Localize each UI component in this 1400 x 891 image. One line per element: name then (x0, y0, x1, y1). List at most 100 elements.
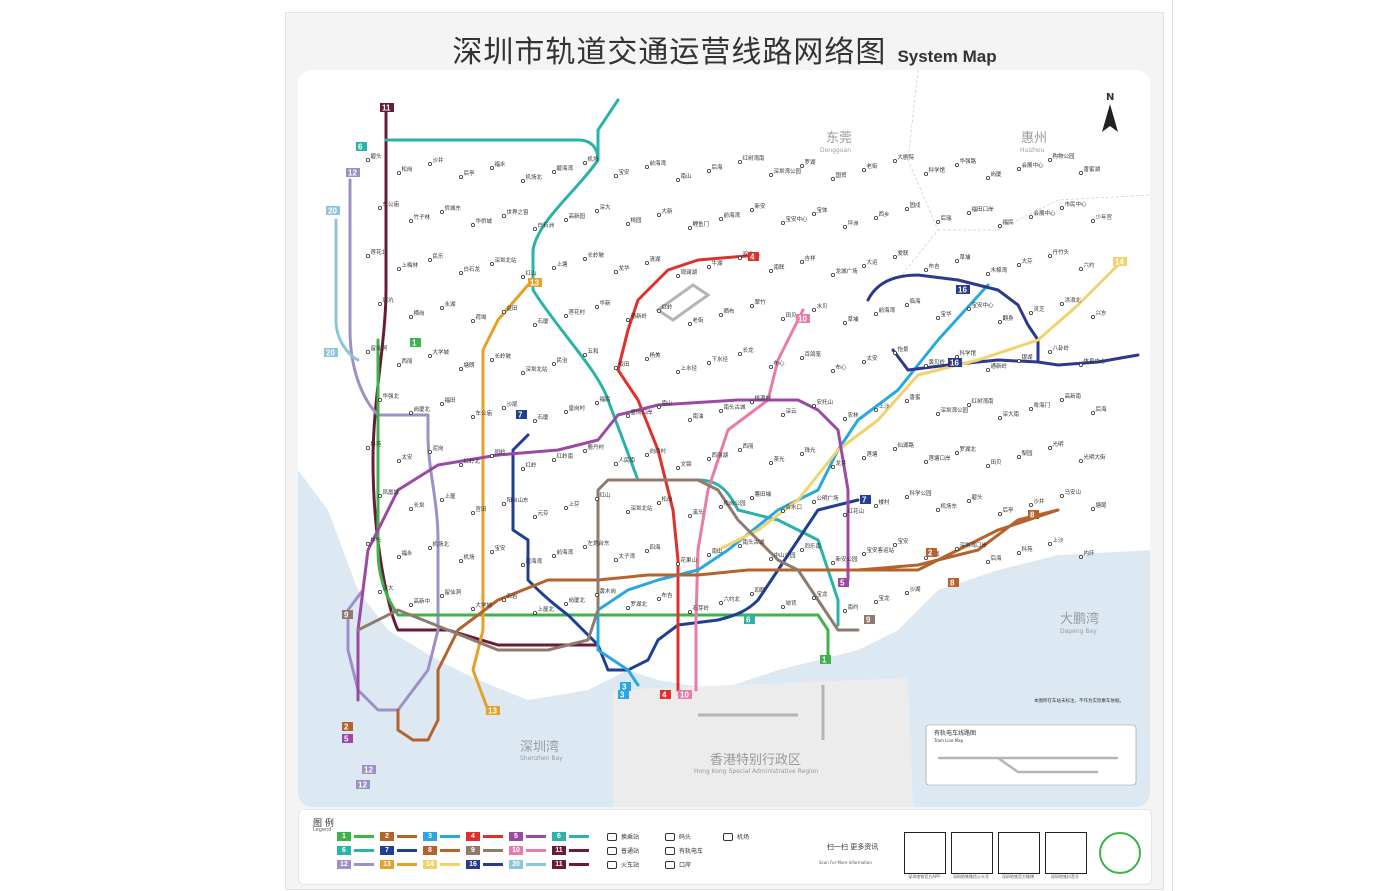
line-badges[interactable]: 1161220120713410316161478285961925121213… (324, 103, 1127, 790)
station-dot[interactable] (1048, 541, 1053, 546)
station-dot[interactable] (780, 316, 785, 321)
station-dot[interactable] (998, 319, 1003, 324)
line-badge-16[interactable]: 16 (948, 358, 962, 368)
station-dot[interactable] (936, 507, 941, 512)
station-dot[interactable] (366, 445, 371, 450)
station-dot[interactable] (843, 320, 848, 325)
line-badge-4[interactable]: 4 (660, 690, 671, 700)
station-dot[interactable] (551, 553, 556, 558)
station-dot[interactable] (843, 224, 848, 229)
station-dot[interactable] (675, 465, 680, 470)
station-dot[interactable] (625, 221, 630, 226)
station-dot[interactable] (470, 607, 475, 612)
station-dot[interactable] (1017, 262, 1022, 267)
station-dot[interactable] (780, 605, 785, 610)
station-dot[interactable] (613, 557, 618, 562)
station-dot[interactable] (737, 160, 742, 165)
station-dot[interactable] (955, 258, 960, 263)
station-dot[interactable] (799, 164, 804, 169)
station-dot[interactable] (893, 254, 898, 259)
line-12-path[interactable] (346, 178, 440, 712)
network-map[interactable]: 东莞 Dongguan 惠州 Huizhou 大鹏湾 Dapeng Bay 深圳… (298, 70, 1150, 807)
station-dot[interactable] (427, 449, 432, 454)
qr-code-douyin[interactable] (1045, 832, 1087, 874)
station-dot[interactable] (439, 594, 444, 599)
station-dot[interactable] (520, 179, 525, 184)
station-dot[interactable] (831, 560, 836, 565)
station-dot[interactable] (1060, 397, 1065, 402)
station-dot[interactable] (768, 173, 773, 178)
station-dot[interactable] (986, 463, 991, 468)
station-dot[interactable] (644, 452, 649, 457)
station-dot[interactable] (520, 370, 525, 375)
station-dot[interactable] (718, 408, 723, 413)
station-dot[interactable] (644, 548, 649, 553)
station-dot[interactable] (582, 352, 587, 357)
station-dot[interactable] (737, 255, 742, 260)
station-dot[interactable] (458, 175, 463, 180)
station-dot[interactable] (397, 554, 402, 559)
station-dot[interactable] (893, 350, 898, 355)
station-dot[interactable] (427, 545, 432, 550)
station-dot[interactable] (520, 466, 525, 471)
station-dot[interactable] (366, 158, 371, 163)
station-dot[interactable] (594, 496, 599, 501)
line-3-path[interactable] (596, 283, 990, 687)
line-badge-14[interactable]: 14 (1113, 257, 1127, 267)
station-dot[interactable] (1060, 205, 1065, 210)
station-dot[interactable] (924, 459, 929, 464)
station-dot[interactable] (409, 314, 414, 319)
line-badge-5[interactable]: 5 (838, 578, 849, 588)
station-dot[interactable] (1079, 458, 1084, 463)
station-dot[interactable] (613, 365, 618, 370)
station-dot[interactable] (594, 208, 599, 213)
station-dot[interactable] (924, 363, 929, 368)
line-badge-6[interactable]: 6 (356, 142, 367, 152)
station-dot[interactable] (986, 367, 991, 372)
station-dot[interactable] (749, 207, 754, 212)
station-dot[interactable] (397, 362, 402, 367)
station-dot[interactable] (1091, 314, 1096, 319)
line-badge-9[interactable]: 9 (864, 615, 875, 625)
station-dot[interactable] (439, 401, 444, 406)
station-dot[interactable] (924, 267, 929, 272)
station-dot[interactable] (1029, 502, 1034, 507)
station-dot[interactable] (768, 460, 773, 465)
station-dot[interactable] (905, 206, 910, 211)
station-dot[interactable] (1048, 158, 1053, 163)
station-dot[interactable] (874, 600, 879, 605)
station-dot[interactable] (582, 544, 587, 549)
station-dot[interactable] (812, 499, 817, 504)
station-dot[interactable] (936, 315, 941, 320)
line-badge-13[interactable]: 13 (528, 278, 542, 288)
station-dot[interactable] (489, 261, 494, 266)
station-dot[interactable] (675, 178, 680, 183)
station-dot[interactable] (563, 505, 568, 510)
line-5-path[interactable] (356, 398, 850, 702)
station-dot[interactable] (843, 512, 848, 517)
station-dot[interactable] (563, 313, 568, 318)
station-dot[interactable] (843, 416, 848, 421)
station-dot[interactable] (1029, 310, 1034, 315)
station-dot[interactable] (905, 398, 910, 403)
station-dot[interactable] (675, 273, 680, 278)
station-dot[interactable] (366, 349, 371, 354)
station-dot[interactable] (967, 210, 972, 215)
station-dot[interactable] (936, 219, 941, 224)
line-badge-4[interactable]: 4 (748, 252, 759, 262)
station-dot[interactable] (656, 500, 661, 505)
line-badge-5[interactable]: 5 (342, 734, 353, 744)
line-badge-10[interactable]: 10 (796, 314, 810, 324)
station-dot[interactable] (409, 218, 414, 223)
line-badge-10[interactable]: 10 (678, 690, 692, 700)
line-20-path[interactable] (334, 218, 360, 362)
station-dot[interactable] (644, 165, 649, 170)
line-badge-1[interactable]: 1 (820, 655, 831, 665)
station-dot[interactable] (1017, 358, 1022, 363)
station-dot[interactable] (378, 397, 383, 402)
station-dot[interactable] (594, 400, 599, 405)
tram-line-map-box[interactable]: 有轨电车线路图 Tram Line Map (925, 724, 1137, 786)
line-badge-13[interactable]: 13 (486, 706, 500, 716)
station-dot[interactable] (812, 403, 817, 408)
station-dot[interactable] (613, 461, 618, 466)
